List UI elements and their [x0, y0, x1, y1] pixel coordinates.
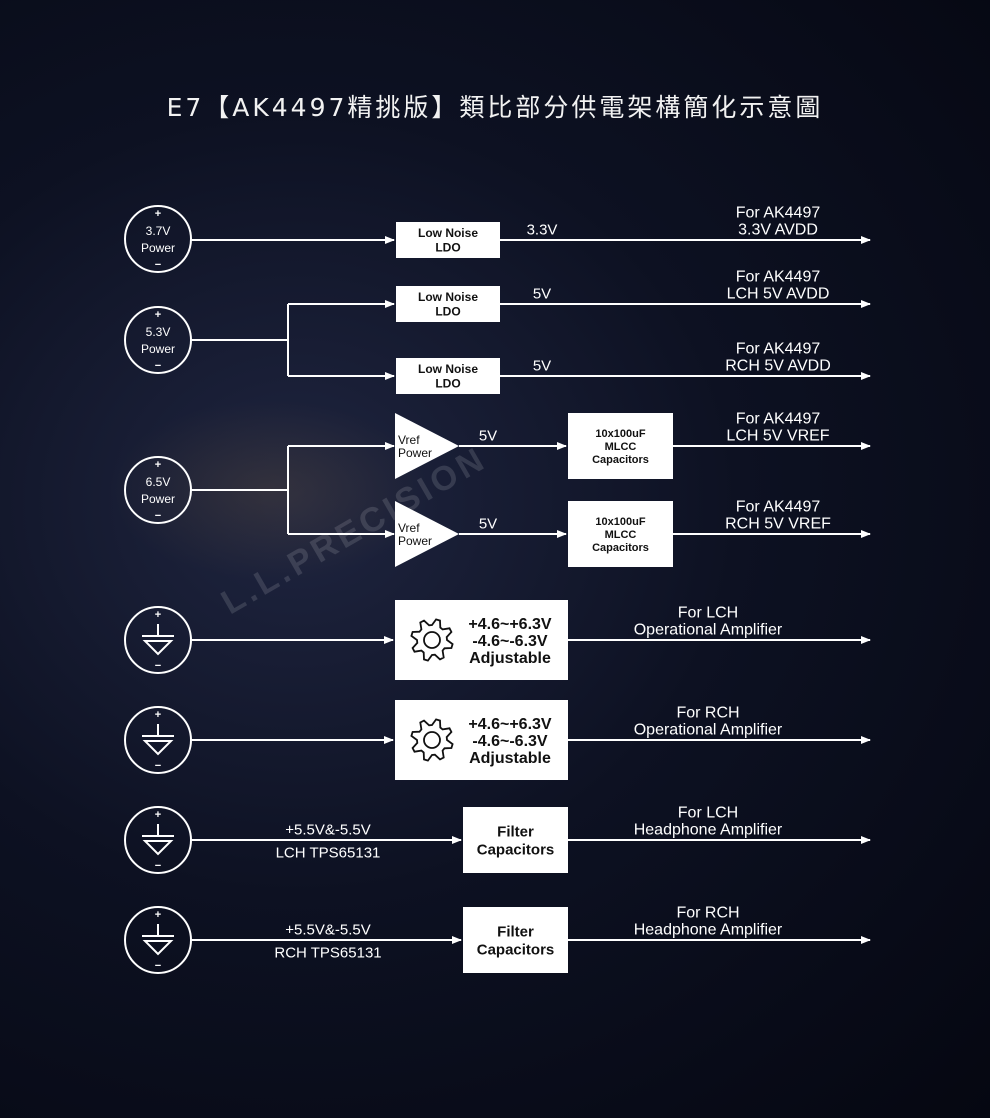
minus-icon: −: [155, 259, 161, 271]
ground-icon: [142, 624, 174, 656]
triangle-shape: [395, 501, 459, 567]
plus-icon: +: [155, 709, 161, 721]
plus-icon: +: [155, 809, 161, 821]
triangle-shape: [395, 413, 459, 479]
minus-icon: −: [155, 960, 161, 972]
power-source-6: +−: [124, 906, 192, 974]
voltage-label: 3.3V: [527, 221, 558, 238]
voltage-label: 5V: [479, 515, 497, 532]
page-title: E7【AK4497精挑版】類比部分供電架構簡化示意圖: [166, 93, 824, 122]
voltage-label: 5V: [533, 285, 551, 302]
voltage-label: 5V: [479, 427, 497, 444]
minus-icon: −: [155, 360, 161, 372]
filter-box-rect: [463, 807, 568, 873]
plus-icon: +: [155, 909, 161, 921]
ldo-box-rect: [396, 286, 500, 322]
ldo-box-rect: [396, 222, 500, 258]
ground-icon: [142, 924, 174, 956]
minus-icon: −: [155, 660, 161, 672]
filter-box-rect: [463, 907, 568, 973]
ldo-box-rect: [396, 358, 500, 394]
plus-icon: +: [155, 309, 161, 321]
minus-icon: −: [155, 510, 161, 522]
minus-icon: −: [155, 860, 161, 872]
plus-icon: +: [155, 459, 161, 471]
wire-label-bottom: RCH TPS65131: [274, 944, 381, 961]
ground-icon: [142, 724, 174, 756]
minus-icon: −: [155, 760, 161, 772]
plus-icon: +: [155, 208, 161, 220]
gear-icon: [410, 718, 454, 762]
background-decoration: L.L.PRECISION: [110, 400, 493, 622]
wire-label-bottom: LCH TPS65131: [276, 844, 381, 861]
power-source-3: +−: [124, 606, 192, 674]
voltage-label: 5V: [533, 357, 551, 374]
ground-icon: [142, 824, 174, 856]
mlcc-box-rect: [568, 413, 673, 479]
gear-icon: [410, 618, 454, 662]
power-source-4: +−: [124, 706, 192, 774]
wire-label-top: +5.5V&-5.5V: [285, 821, 370, 838]
plus-icon: +: [155, 609, 161, 621]
power-source-5: +−: [124, 806, 192, 874]
wire-label-top: +5.5V&-5.5V: [285, 921, 370, 938]
mlcc-box-rect: [568, 501, 673, 567]
